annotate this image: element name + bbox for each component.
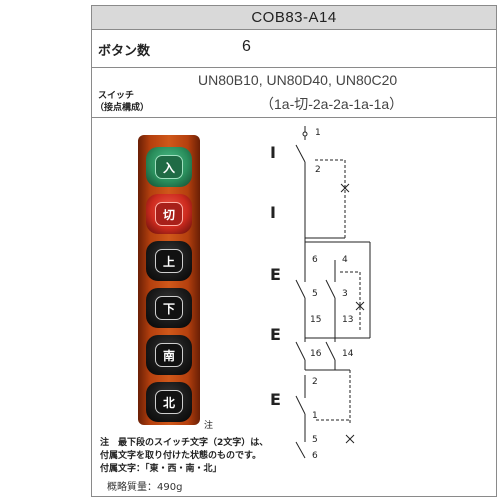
switch-row: スイッチ （接点構成） UN80B10, UN80D40, UN80C20 （1… [92, 68, 496, 118]
spec-table: COB83-A14 ボタン数 6 スイッチ （接点構成） UN80B10, UN… [91, 5, 497, 497]
terminal-label: 6 [312, 451, 318, 460]
button-up-label: 上 [155, 249, 183, 273]
button-down: 下 [146, 288, 192, 328]
terminal-label: 1 [312, 411, 318, 421]
button-off: 切 [146, 194, 192, 234]
terminal-label: 1 [315, 128, 321, 138]
terminal-label: 16 [310, 349, 322, 359]
button-up: 上 [146, 241, 192, 281]
terminal-label: 4 [342, 255, 348, 265]
terminal-label: 6 [312, 255, 318, 265]
contact-config-label: （接点構成） [95, 103, 150, 113]
note-line-1: 注 最下段のスイッチ文字（2文字）は、 [100, 438, 269, 448]
button-count-row: ボタン数 6 [92, 30, 496, 68]
contact-wiring-diagram: I I E E E 1 2 6 4 5 3 15 13 16 14 2 1 5 … [270, 126, 371, 460]
note-marker: 注 [204, 421, 214, 431]
pendant-switch-image: 入 切 上 下 南 北 [138, 135, 200, 425]
button-off-label: 切 [155, 202, 183, 226]
terminal-label: 3 [342, 289, 348, 299]
symbol-pushbutton-5: E [270, 390, 281, 409]
button-north: 北 [146, 382, 192, 422]
model-title: COB83-A14 [92, 6, 496, 30]
button-south-label: 南 [155, 343, 183, 367]
symbol-pushbutton-3: E [270, 265, 281, 284]
switch-models: UN80B10, UN80D40, UN80C20 [198, 72, 398, 88]
symbol-pushbutton-2: I [270, 203, 276, 222]
button-on: 入 [146, 147, 192, 187]
terminal-label: 14 [342, 349, 354, 359]
terminal-label: 5 [312, 289, 318, 299]
button-down-label: 下 [155, 296, 183, 320]
approx-weight: 概略質量：490g [107, 482, 183, 493]
contact-config: （1a-切-2a-2a-1a-1a） [260, 96, 404, 112]
terminal-label: 2 [315, 165, 321, 175]
terminal-label: 13 [342, 315, 353, 325]
button-south: 南 [146, 335, 192, 375]
button-on-label: 入 [155, 155, 183, 179]
switch-label: スイッチ [98, 91, 135, 101]
button-count-value: 6 [242, 38, 251, 55]
terminal-label: 2 [312, 377, 318, 387]
terminal-label: 5 [312, 435, 318, 445]
button-north-label: 北 [155, 390, 183, 414]
note-line-3: 付属文字：「東・西・南・北」 [100, 464, 222, 474]
note-line-2: 付属文字を取り付けた状態のものです。 [100, 451, 262, 461]
terminal-label: 15 [310, 315, 321, 325]
symbol-pushbutton-1: I [270, 143, 276, 162]
symbol-pushbutton-4: E [270, 325, 281, 344]
button-count-label: ボタン数 [98, 44, 151, 59]
